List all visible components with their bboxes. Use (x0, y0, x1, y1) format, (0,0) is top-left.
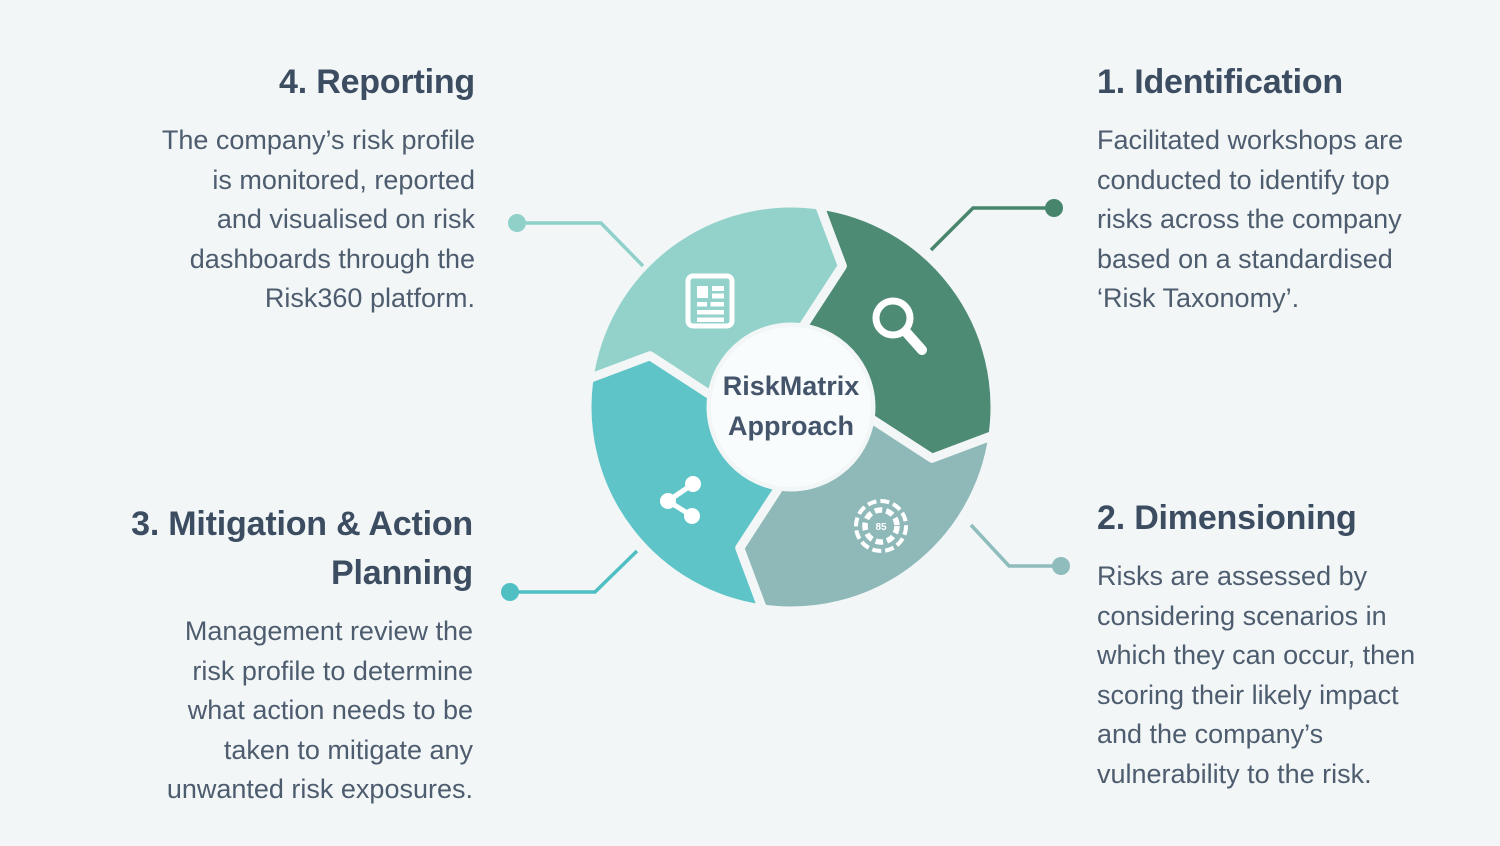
center-label: RiskMatrix Approach (641, 366, 941, 446)
step-reporting-title: 4. Reporting (279, 63, 475, 101)
step-reporting: 4. Reporting The company’s risk profile … (100, 58, 475, 319)
connector-identification (929, 206, 1054, 252)
document-icon (685, 273, 735, 329)
gauge-icon: 85 (854, 499, 908, 553)
connector-mitigation (510, 549, 639, 594)
share-icon (660, 476, 701, 524)
magnifier-icon (872, 297, 927, 355)
step-dimensioning-body: Risks are assessed by considering scenar… (1097, 561, 1416, 789)
step-mitigation: 3. Mitigation & Action Planning Manageme… (53, 500, 473, 810)
step-dimensioning: 2. Dimensioning Risks are assessed by co… (1097, 494, 1487, 794)
step-identification: 1. Identification Facilitated workshops … (1097, 58, 1477, 319)
step-reporting-body: The company’s risk profile is monitored,… (161, 125, 475, 313)
connector-dimensioning (969, 523, 1061, 568)
gauge-value: 85 (875, 522, 887, 533)
connector-reporting (517, 221, 645, 268)
center-circle (711, 327, 871, 487)
connector-dot-mitigation (501, 583, 519, 601)
step-identification-body: Facilitated workshops are conducted to i… (1097, 125, 1404, 313)
connector-dot-reporting (508, 214, 526, 232)
step-mitigation-body: Management review the risk profile to de… (166, 616, 473, 804)
center-label-line2: Approach (727, 411, 854, 441)
step-mitigation-title: 3. Mitigation & Action Planning (131, 505, 473, 592)
connectors (501, 199, 1070, 601)
step-identification-title: 1. Identification (1097, 63, 1343, 101)
connector-dot-identification (1045, 199, 1063, 217)
center-label-line1: RiskMatrix (722, 371, 860, 401)
connector-dot-dimensioning (1052, 557, 1070, 575)
step-dimensioning-title: 2. Dimensioning (1097, 499, 1357, 537)
